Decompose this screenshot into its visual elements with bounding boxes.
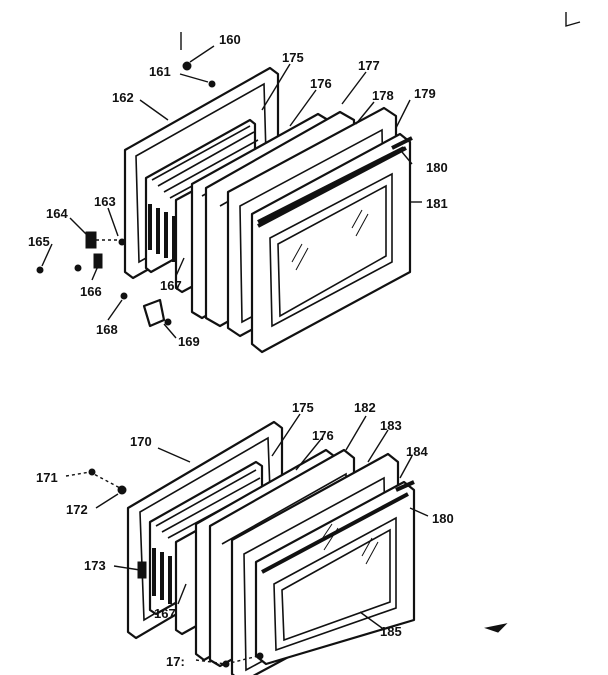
callout-179: 179: [414, 86, 436, 101]
callout-167-upper: 167: [160, 278, 182, 293]
callout-182: 182: [354, 400, 376, 415]
lower-hinge-hardware: [88, 468, 508, 668]
part-185-outer-door: [254, 480, 416, 666]
callout-168: 168: [96, 322, 118, 337]
screw-165-icon: [36, 266, 44, 274]
upper-leader-lines: [41, 32, 422, 339]
callout-185: 185: [380, 624, 402, 639]
callout-161: 161: [149, 64, 171, 79]
callout-164: 164: [46, 206, 68, 221]
screw-174b-icon: [256, 652, 264, 660]
callout-169: 169: [178, 334, 200, 349]
callout-162: 162: [112, 90, 134, 105]
callout-183: 183: [380, 418, 402, 433]
callout-170: 170: [130, 434, 152, 449]
stray-mark-icon: [484, 623, 508, 633]
callout-176-lower: 176: [312, 428, 334, 443]
screw-161-icon: [208, 80, 216, 88]
screw-168-icon: [120, 292, 128, 300]
hinge-164-icon: [85, 231, 97, 249]
callout-184: 184: [406, 444, 428, 459]
screw-165b-icon: [74, 264, 82, 272]
callout-175-lower: 175: [292, 400, 314, 415]
callout-176-upper: 176: [310, 76, 332, 91]
upper-door-assembly: 160 161 162 175 176 177 178 179 180 181 …: [28, 32, 448, 354]
callout-180-upper: 180: [426, 160, 448, 175]
callout-178: 178: [372, 88, 394, 103]
callout-160: 160: [219, 32, 241, 47]
upper-hinge-hardware: [36, 61, 216, 328]
callout-171: 171: [36, 470, 58, 485]
screw-172-icon: [117, 485, 127, 495]
callout-180-lower: 180: [432, 511, 454, 526]
callout-163: 163: [94, 194, 116, 209]
callout-175-upper: 175: [282, 50, 304, 65]
lower-leader-lines: [65, 413, 429, 665]
callout-174: 17:: [166, 654, 185, 669]
bracket-169-icon: [142, 298, 166, 328]
screw-160-icon: [182, 61, 192, 71]
hinge-166-icon: [93, 253, 103, 269]
callout-177: 177: [358, 58, 380, 73]
corner-mark: [565, 12, 581, 27]
screw-171-icon: [88, 468, 96, 476]
part-180-lower-trim: [261, 480, 415, 574]
callout-165: 165: [28, 234, 50, 249]
upper-callouts: 160 161 162 175 176 177 178 179 180 181 …: [28, 32, 448, 349]
part-180-door-trim: [257, 136, 413, 228]
lower-callouts: 170 171 172 173 167 17: 175 176 182 183 …: [36, 400, 454, 669]
lower-door-assembly: 170 171 172 173 167 17: 175 176 182 183 …: [36, 400, 508, 675]
callout-172: 172: [66, 502, 88, 517]
callout-166: 166: [80, 284, 102, 299]
screw-169-icon: [164, 318, 172, 326]
callout-167-lower: 167: [154, 606, 176, 621]
callout-173: 173: [84, 558, 106, 573]
callout-181: 181: [426, 196, 448, 211]
